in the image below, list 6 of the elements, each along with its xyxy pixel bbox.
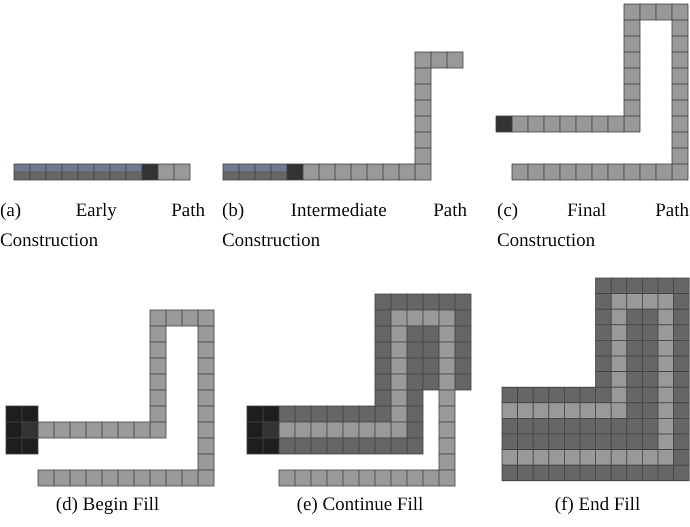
figure-caption: (e) Continue Fill	[296, 493, 424, 517]
figure-caption: (b) Intermediate Path Construction	[222, 199, 467, 253]
figure-caption: (a) Early Path Construction	[0, 199, 205, 253]
figure-caption: (f) End Fill	[554, 493, 642, 517]
figure-caption: (d) Begin Fill	[54, 493, 160, 517]
figure-caption: (c) Final Path Construction	[497, 199, 689, 253]
